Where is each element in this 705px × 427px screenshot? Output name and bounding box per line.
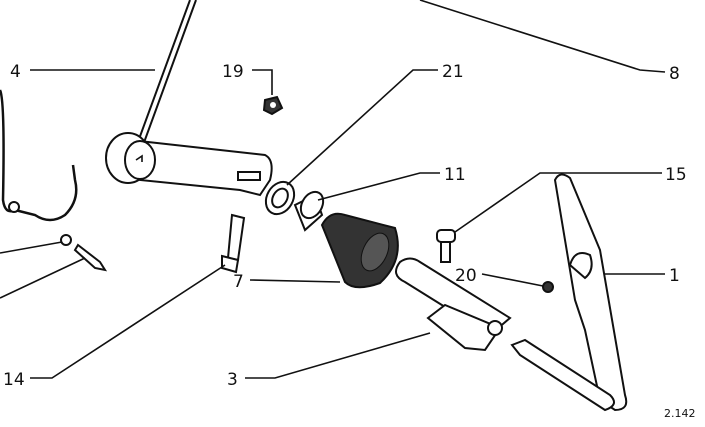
leader-lines [0, 0, 666, 379]
nut-19 [262, 95, 284, 116]
callout-15: 15 [665, 165, 687, 185]
callout-7: 7 [233, 272, 244, 292]
pedal-shaft-lever [105, 132, 273, 197]
bushing-11 [293, 190, 325, 232]
figure-number: 2.142 [664, 407, 696, 420]
callout-21: 21 [442, 62, 464, 82]
callout-19: 19 [222, 62, 244, 82]
callout-3: 3 [227, 370, 238, 390]
bolt-14 [221, 213, 246, 274]
rubber-boot-7 [320, 212, 399, 289]
screw-20 [542, 281, 554, 293]
bolt-15 [436, 229, 456, 263]
callout-8: 8 [669, 64, 680, 84]
callout-20: 20 [455, 266, 477, 286]
washer-21 [264, 180, 296, 216]
callout-14: 14 [3, 370, 25, 390]
pedal-arm-1 [510, 173, 628, 412]
callout-1: 1 [669, 266, 680, 286]
callout-11: 11 [444, 165, 466, 185]
pedal-bracket-tube-3 [395, 257, 512, 352]
callout-4: 4 [10, 62, 21, 82]
cable-and-clip [0, 89, 108, 272]
pedal-rod-4 [134, 0, 197, 151]
